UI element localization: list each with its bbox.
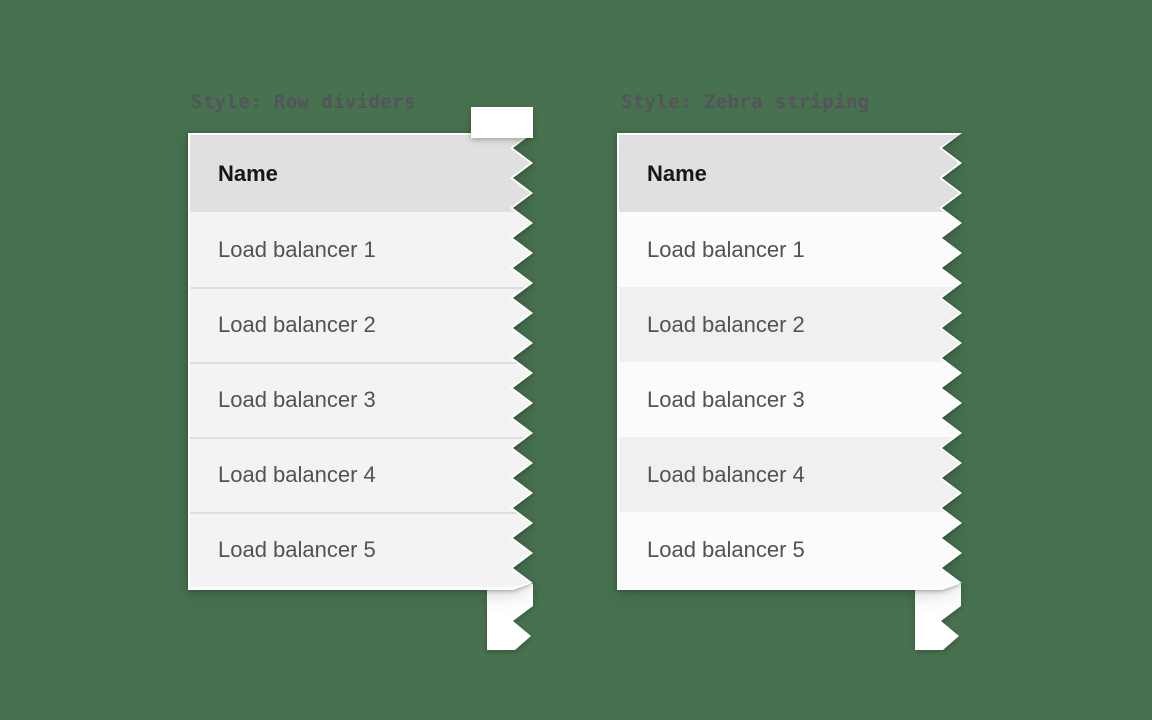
figure-caption-zebra-striping: Style: Zebra striping bbox=[621, 91, 870, 113]
table-row: Load balancer 1 bbox=[619, 212, 959, 287]
table-row-dividers: Name Load balancer 1 Load balancer 2 Loa… bbox=[188, 133, 533, 590]
table-row: Load balancer 2 bbox=[619, 287, 959, 362]
table-row: Load balancer 4 bbox=[619, 437, 959, 512]
table-row: Load balancer 2 bbox=[190, 287, 530, 362]
figure-caption-row-dividers: Style: Row dividers bbox=[191, 91, 416, 113]
torn-paper-fragment-top-left-table bbox=[471, 107, 533, 138]
table-header-row: Name bbox=[619, 135, 959, 212]
column-header-name: Name bbox=[218, 160, 278, 186]
torn-paper-fragment-bottom-left-table bbox=[487, 584, 533, 650]
table-row: Load balancer 5 bbox=[190, 512, 530, 587]
table-row: Load balancer 3 bbox=[619, 362, 959, 437]
table-content: Name Load balancer 1 Load balancer 2 Loa… bbox=[190, 135, 530, 587]
table-zebra-striping: Name Load balancer 1 Load balancer 2 Loa… bbox=[617, 133, 962, 590]
table-row: Load balancer 1 bbox=[190, 212, 530, 287]
table-row: Load balancer 3 bbox=[190, 362, 530, 437]
torn-paper-fragment-bottom-right-table bbox=[915, 584, 961, 650]
column-header-name: Name bbox=[647, 160, 707, 186]
torn-paper-shape bbox=[915, 584, 961, 650]
table-row: Load balancer 5 bbox=[619, 512, 959, 587]
torn-paper-shape bbox=[471, 107, 533, 138]
torn-paper-shape bbox=[487, 584, 533, 650]
table-row: Load balancer 4 bbox=[190, 437, 530, 512]
torn-paper-shape: Name Load balancer 1 Load balancer 2 Loa… bbox=[188, 133, 533, 590]
torn-paper-shape: Name Load balancer 1 Load balancer 2 Loa… bbox=[617, 133, 962, 590]
table-header-row: Name bbox=[190, 135, 530, 212]
table-content: Name Load balancer 1 Load balancer 2 Loa… bbox=[619, 135, 959, 587]
